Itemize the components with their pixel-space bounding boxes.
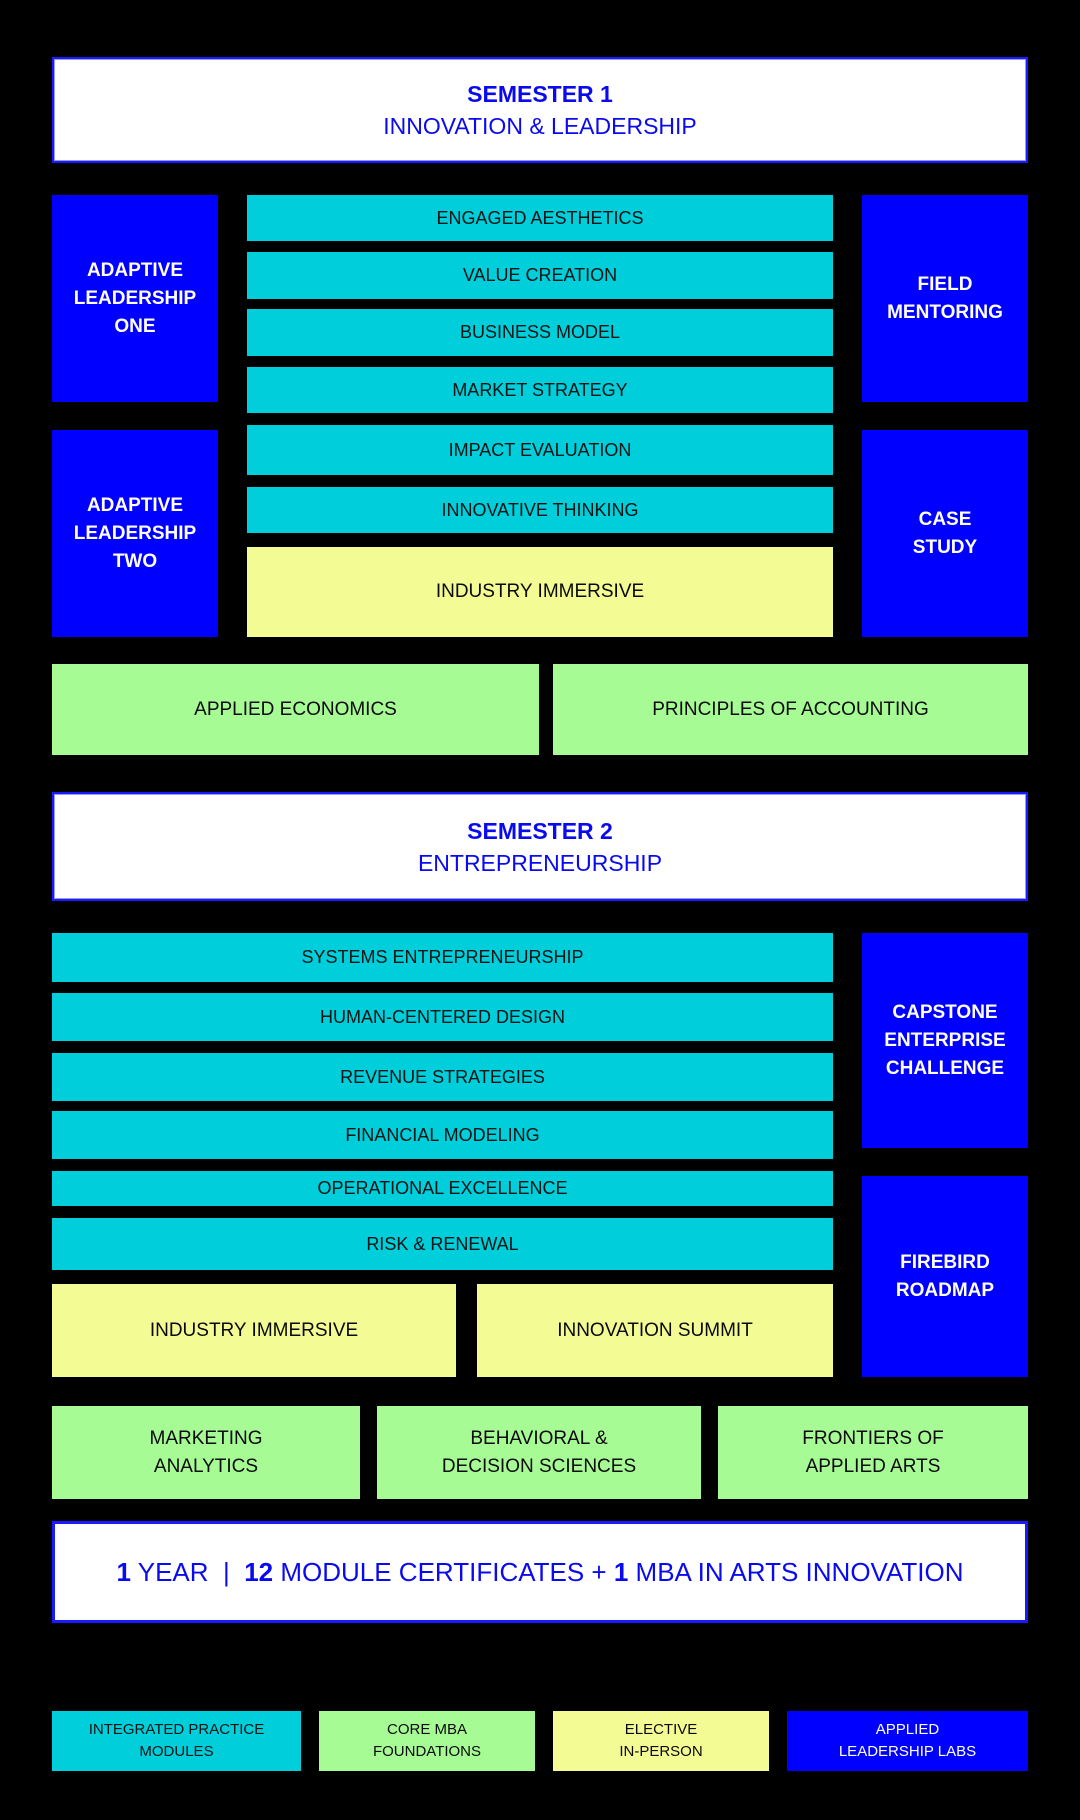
module-engaged-aesthetics: ENGAGED AESTHETICS xyxy=(247,195,833,241)
core-behavioral-decision-sciences: BEHAVIORAL & DECISION SCIENCES xyxy=(377,1406,701,1499)
summary-degree-count: 1 xyxy=(613,1556,629,1587)
semester-2-subtitle: ENTREPRENEURSHIP xyxy=(417,849,663,876)
semester-1-header: SEMESTER 1 INNOVATION & LEADERSHIP xyxy=(52,57,1028,163)
lab-adaptive-leadership-two: ADAPTIVE LEADERSHIP TWO xyxy=(52,430,218,637)
core-principles-of-accounting: PRINCIPLES OF ACCOUNTING xyxy=(553,664,1028,755)
elective-innovation-summit: INNOVATION SUMMIT xyxy=(477,1284,833,1377)
summary-certificates-label: MODULE CERTIFICATES + xyxy=(273,1556,614,1587)
summary-certificates: 12 xyxy=(244,1556,274,1587)
legend-leadership-labs: APPLIED LEADERSHIP LABS xyxy=(787,1711,1028,1771)
module-impact-evaluation: IMPACT EVALUATION xyxy=(247,425,833,475)
semester-2-header: SEMESTER 2 ENTREPRENEURSHIP xyxy=(52,792,1028,901)
lab-case-study: CASE STUDY xyxy=(862,430,1028,637)
module-market-strategy: MARKET STRATEGY xyxy=(247,367,833,413)
lab-capstone-enterprise-challenge: CAPSTONE ENTERPRISE CHALLENGE xyxy=(862,933,1028,1148)
module-operational-excellence: OPERATIONAL EXCELLENCE xyxy=(52,1171,833,1206)
semester-1-subtitle: INNOVATION & LEADERSHIP xyxy=(383,113,697,139)
core-applied-economics: APPLIED ECONOMICS xyxy=(52,664,539,755)
core-marketing-analytics: MARKETING ANALYTICS xyxy=(52,1406,360,1499)
semester-2-title: SEMESTER 2 xyxy=(467,817,613,844)
module-risk-renewal: RISK & RENEWAL xyxy=(52,1218,833,1270)
module-innovative-thinking: INNOVATIVE THINKING xyxy=(247,487,833,533)
semester-1-title: SEMESTER 1 xyxy=(467,81,613,107)
lab-field-mentoring: FIELD MENTORING xyxy=(862,195,1028,402)
lab-adaptive-leadership-one: ADAPTIVE LEADERSHIP ONE xyxy=(52,195,218,402)
elective-industry-immersive-1: INDUSTRY IMMERSIVE xyxy=(247,547,833,637)
module-business-model: BUSINESS MODEL xyxy=(247,309,833,356)
legend-core-foundations: CORE MBA FOUNDATIONS xyxy=(319,1711,535,1771)
module-systems-entrepreneurship: SYSTEMS ENTREPRENEURSHIP xyxy=(52,933,833,982)
core-frontiers-applied-arts: FRONTIERS OF APPLIED ARTS xyxy=(718,1406,1028,1499)
legend-integrated-practice: INTEGRATED PRACTICE MODULES xyxy=(52,1711,301,1771)
module-value-creation: VALUE CREATION xyxy=(247,252,833,299)
module-revenue-strategies: REVENUE STRATEGIES xyxy=(52,1053,833,1101)
lab-firebird-roadmap: FIREBIRD ROADMAP xyxy=(862,1176,1028,1377)
module-financial-modeling: FINANCIAL MODELING xyxy=(52,1111,833,1159)
module-human-centered-design: HUMAN-CENTERED DESIGN xyxy=(52,993,833,1041)
summary-years-label: YEAR | xyxy=(130,1556,245,1587)
program-summary: 1 YEAR | 12 MODULE CERTIFICATES + 1 MBA … xyxy=(52,1521,1028,1623)
legend-elective: ELECTIVE IN-PERSON xyxy=(553,1711,769,1771)
summary-degree-label: MBA IN ARTS INNOVATION xyxy=(628,1556,964,1587)
elective-industry-immersive-2: INDUSTRY IMMERSIVE xyxy=(52,1284,456,1377)
summary-years: 1 xyxy=(116,1556,131,1587)
